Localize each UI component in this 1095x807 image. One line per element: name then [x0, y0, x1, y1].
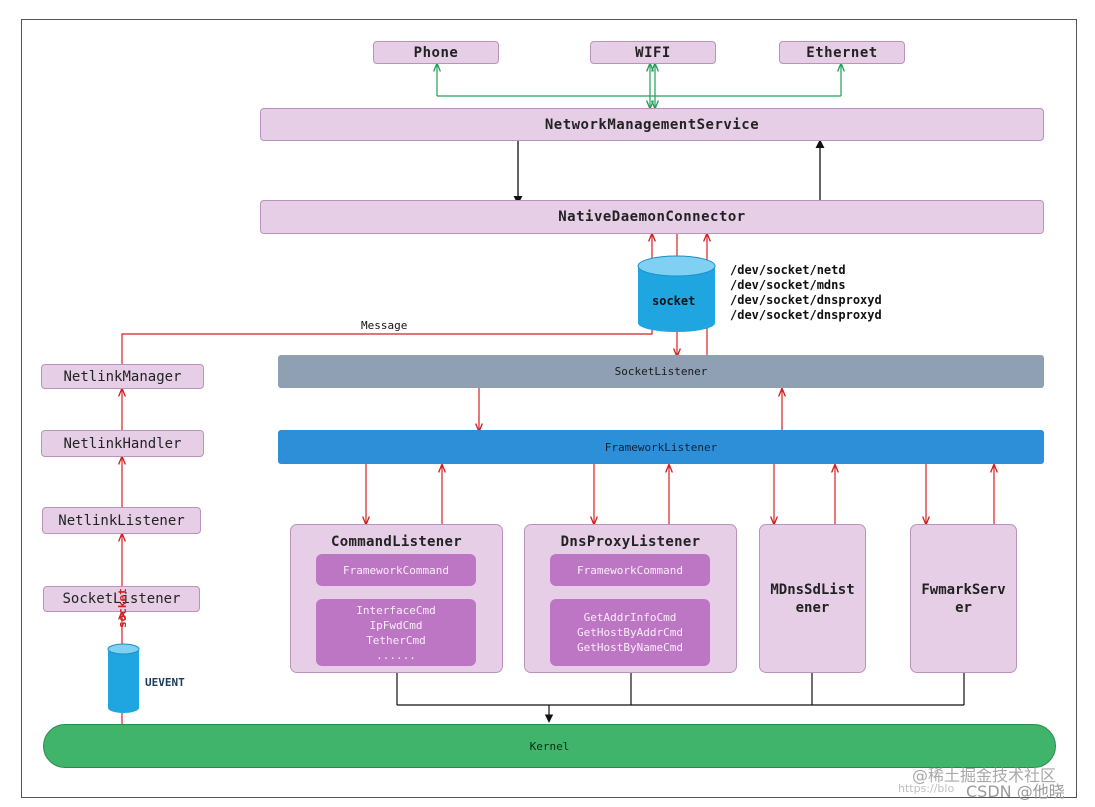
framework-listener-bar: FrameworkListener [278, 430, 1044, 464]
get-host-by-name-cmd: GetHostByNameCmd [577, 641, 683, 654]
watermark-line1: @稀土掘金技术社区 [912, 766, 1057, 785]
netlink-socket-listener-label: SocketListener [62, 591, 181, 607]
network-management-label: NetworkManagementService [544, 116, 760, 133]
command-listener-panel: CommandListener FrameworkCommand Interfa… [290, 524, 503, 673]
kernel-label: Kernel [529, 739, 570, 753]
netlink-manager-box: NetlinkManager [41, 364, 204, 389]
diagram-frame [21, 19, 1077, 798]
netlink-handler-box: NetlinkHandler [41, 430, 204, 457]
dns-framework-label: FrameworkCommand [577, 563, 683, 577]
ipfwd-cmd: IpFwdCmd [369, 618, 423, 632]
socket-cylinder [637, 255, 716, 332]
interface-cmd: InterfaceCmd [356, 603, 436, 617]
netlink-listener-box: NetlinkListener [42, 507, 201, 534]
command-listener-title: CommandListener [331, 534, 462, 550]
framework-listener-label: FrameworkListener [604, 440, 718, 454]
uevent-cylinder [107, 643, 140, 713]
netlink-manager-label: NetlinkManager [63, 368, 182, 385]
get-host-by-addr-cmd: GetHostByAddrCmd [577, 626, 683, 639]
socket-paths: /dev/socket/netd /dev/socket/mdns /dev/s… [730, 263, 882, 323]
message-label: Message [361, 319, 408, 332]
uevent-label: UEVENT [145, 676, 185, 689]
kernel-bar: Kernel [43, 724, 1056, 768]
mdns-label-line1: MDnsSdList [770, 581, 855, 598]
socket-path-dnsproxyd: /dev/socket/dnsproxyd [730, 293, 882, 307]
mdns-label-line2: ener [795, 599, 830, 616]
dns-proxy-listener-panel: DnsProxyListener FrameworkCommand GetAdd… [524, 524, 737, 673]
socket-path-mdns: /dev/socket/mdns [730, 278, 846, 292]
phone-box: Phone [373, 41, 499, 64]
command-framework-label: FrameworkCommand [343, 563, 449, 577]
watermark-line2: CSDN @他晓 [966, 782, 1065, 801]
netlink-socket-listener-box: SocketListener [43, 586, 200, 612]
watermark-url: https://blo [898, 782, 955, 795]
native-daemon-connector: NativeDaemonConnector [260, 200, 1044, 234]
native-daemon-label: NativeDaemonConnector [558, 209, 746, 225]
socket-listener-label: SocketListener [614, 365, 708, 378]
netlink-handler-label: NetlinkHandler [63, 435, 182, 452]
command-items-box: InterfaceCmd IpFwdCmd TetherCmd ...... [316, 599, 476, 666]
get-addr-info-cmd: GetAddrInfoCmd [583, 611, 677, 624]
command-framework-box: FrameworkCommand [316, 554, 476, 586]
uevent-socket-label: socket [116, 588, 129, 628]
netlink-listener-label: NetlinkListener [58, 512, 185, 529]
fwmark-label-line2: er [955, 599, 972, 616]
network-management-service: NetworkManagementService [260, 108, 1044, 141]
dns-framework-box: FrameworkCommand [550, 554, 710, 586]
ethernet-label: Ethernet [806, 44, 878, 61]
wifi-label: WIFI [635, 44, 671, 61]
socket-label: socket [652, 294, 696, 308]
socket-path-dnsproxyd-2: /dev/socket/dnsproxyd [730, 308, 882, 322]
phone-label: Phone [413, 44, 459, 61]
socket-path-netd: /dev/socket/netd [730, 263, 846, 277]
tether-cmd: TetherCmd [366, 633, 426, 647]
socket-listener-bar: SocketListener [278, 355, 1044, 388]
green-links [437, 64, 841, 108]
dns-proxy-listener-title: DnsProxyListener [560, 534, 701, 550]
more-cmds: ...... [376, 648, 416, 662]
ethernet-box: Ethernet [779, 41, 905, 64]
fwmark-label-line1: FwmarkServ [921, 581, 1006, 598]
wifi-box: WIFI [590, 41, 716, 64]
dns-items-box: GetAddrInfoCmd GetHostByAddrCmd GetHostB… [550, 599, 710, 666]
